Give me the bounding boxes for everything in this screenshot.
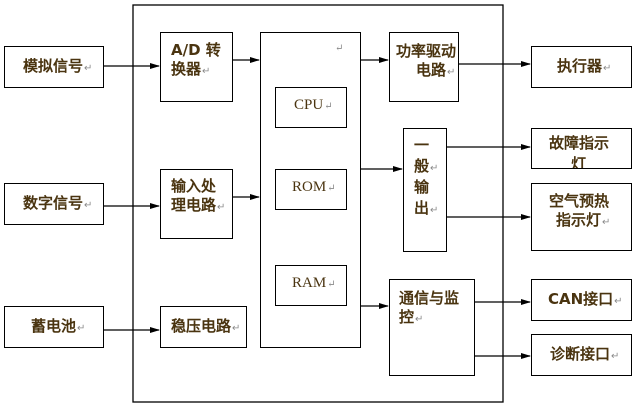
- paragraph-mark: ↵: [232, 323, 241, 334]
- input-processing-box: 输入处 理电路↵: [160, 169, 233, 239]
- actuator-box: 执行器↵: [531, 46, 632, 88]
- general-output-char-3: 输: [414, 178, 430, 196]
- fault-lamp-label-line1: 故障指示: [549, 134, 610, 152]
- regulator-box: 稳压电路↵: [160, 306, 247, 348]
- general-output-char-4: 出: [414, 199, 430, 217]
- power-drive-box: 功率驱动 电路↵: [389, 32, 459, 102]
- digital-signal-label: 数字信号: [23, 194, 84, 212]
- input-processing-label-line2: 理电路: [171, 196, 217, 214]
- general-output-char-2: 般: [414, 157, 430, 175]
- paragraph-mark: ↵: [77, 323, 86, 334]
- paragraph-mark: ↵: [603, 63, 612, 74]
- paragraph-mark: ↵: [415, 314, 424, 325]
- cpu-label: CPU: [294, 97, 324, 113]
- paragraph-mark: ↵: [335, 43, 344, 54]
- analog-signal-label: 模拟信号: [23, 57, 84, 75]
- paragraph-mark: ↵: [84, 200, 93, 211]
- input-processing-label-line1: 输入处: [171, 177, 217, 195]
- ram-label: RAM: [292, 275, 327, 291]
- ram-box: RAM↵: [275, 265, 347, 306]
- preheat-lamp-box: 空气预热 指示灯↵: [531, 183, 632, 251]
- paragraph-mark: ↵: [202, 66, 211, 77]
- battery-label: 蓄电池: [31, 317, 77, 335]
- paragraph-mark: ↵: [217, 202, 226, 213]
- paragraph-mark: ↵: [430, 205, 439, 216]
- general-output-char-1: 一: [414, 136, 430, 154]
- power-drive-label-line2: 电路: [416, 61, 447, 79]
- digital-signal-box: 数字信号↵: [4, 183, 104, 225]
- paragraph-mark: ↵: [447, 67, 456, 78]
- general-output-box: 一 般↵ 输 出↵: [403, 128, 447, 252]
- diagnostic-interface-box: 诊断接口↵: [531, 334, 632, 376]
- adc-label-line2: 换器: [171, 60, 202, 78]
- power-drive-label-line1: 功率驱动: [396, 42, 457, 60]
- fault-lamp-label-line2: 灯: [571, 155, 587, 169]
- paragraph-mark: ↵: [327, 279, 336, 290]
- adc-label-line1: A/D 转: [171, 41, 221, 59]
- paragraph-mark: ↵: [611, 351, 620, 362]
- paragraph-mark: ↵: [84, 63, 93, 74]
- paragraph-mark: ↵: [614, 296, 623, 307]
- cpu-box: CPU↵: [275, 87, 347, 128]
- paragraph-mark: ↵: [324, 101, 333, 112]
- diagnostic-interface-label: 诊断接口: [550, 345, 611, 363]
- paragraph-mark: ↵: [602, 217, 611, 228]
- paragraph-mark: ↵: [430, 163, 439, 174]
- comm-monitor-label-line2: 控: [399, 308, 415, 326]
- preheat-lamp-label-line2: 指示灯: [556, 211, 602, 229]
- rom-label: ROM: [292, 179, 327, 195]
- adc-box: A/D 转 换器↵: [160, 32, 233, 102]
- can-interface-box: CAN接口↵: [531, 279, 632, 321]
- preheat-lamp-label-line1: 空气预热: [549, 192, 610, 210]
- fault-lamp-box: 故障指示 灯: [531, 128, 632, 169]
- comm-monitor-label-line1: 通信与监: [399, 289, 460, 307]
- ecu-frame: [132, 4, 504, 403]
- comm-monitor-box: 通信与监 控↵: [389, 279, 475, 376]
- can-interface-label: CAN接口: [548, 290, 614, 308]
- regulator-label: 稳压电路: [171, 317, 232, 335]
- battery-box: 蓄电池↵: [4, 306, 104, 348]
- actuator-label: 执行器: [557, 57, 603, 75]
- analog-signal-box: 模拟信号↵: [4, 46, 104, 88]
- rom-box: ROM↵: [275, 169, 347, 210]
- paragraph-mark: ↵: [327, 183, 336, 194]
